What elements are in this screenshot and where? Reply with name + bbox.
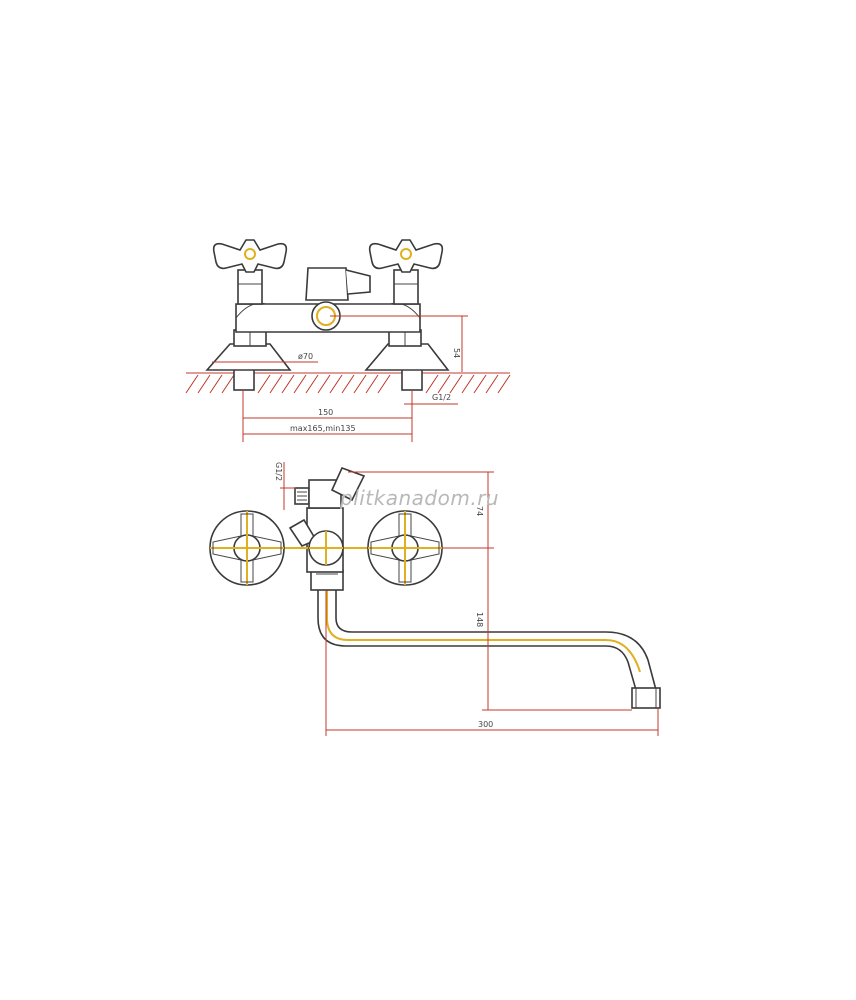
spout xyxy=(317,587,661,709)
aerator xyxy=(631,687,661,709)
wall-hatching xyxy=(185,372,511,394)
svg-text:max165,min135: max165,min135 xyxy=(290,424,356,433)
dim-top-offset: 74 xyxy=(348,471,494,549)
svg-text:74: 74 xyxy=(475,506,484,516)
dim-thread-front: G1/2 xyxy=(404,390,458,410)
dim-flange-diameter: ø70 xyxy=(212,352,318,363)
dim-height: 54 xyxy=(330,315,468,372)
svg-text:ø70: ø70 xyxy=(298,352,313,361)
dim-spout-length: 300 xyxy=(325,590,659,736)
svg-text:148: 148 xyxy=(475,612,484,627)
left-cross-handle xyxy=(212,239,288,273)
diverter-lever xyxy=(305,267,349,301)
right-flange xyxy=(364,343,450,371)
svg-text:300: 300 xyxy=(478,720,493,729)
dim-center-distance: 150 xyxy=(242,390,413,442)
svg-text:54: 54 xyxy=(452,348,461,358)
svg-text:G1/2: G1/2 xyxy=(432,393,451,402)
svg-text:G1/2: G1/2 xyxy=(274,462,283,481)
left-handle-top xyxy=(209,510,285,586)
front-view: ø70 54 G1/2 150 max165,min135 xyxy=(185,239,511,442)
top-view: G1/2 74 148 300 xyxy=(209,462,661,736)
dim-spout-drop: 148 xyxy=(475,548,632,711)
left-flange xyxy=(205,343,292,371)
dim-thread-top: G1/2 xyxy=(274,462,296,510)
right-handle-top xyxy=(367,510,443,586)
watermark: plitkanadom.ru xyxy=(339,486,499,510)
diverter-lever-top xyxy=(330,466,366,502)
right-cross-handle xyxy=(368,239,444,273)
right-inlet xyxy=(401,367,423,391)
right-valve-stem xyxy=(393,269,419,305)
svg-text:150: 150 xyxy=(318,408,333,417)
diverter-lever-tab xyxy=(345,269,371,295)
left-valve-stem xyxy=(237,269,263,305)
dim-range: max165,min135 xyxy=(243,424,412,435)
left-inlet xyxy=(233,367,255,391)
spout-nut xyxy=(310,569,344,591)
